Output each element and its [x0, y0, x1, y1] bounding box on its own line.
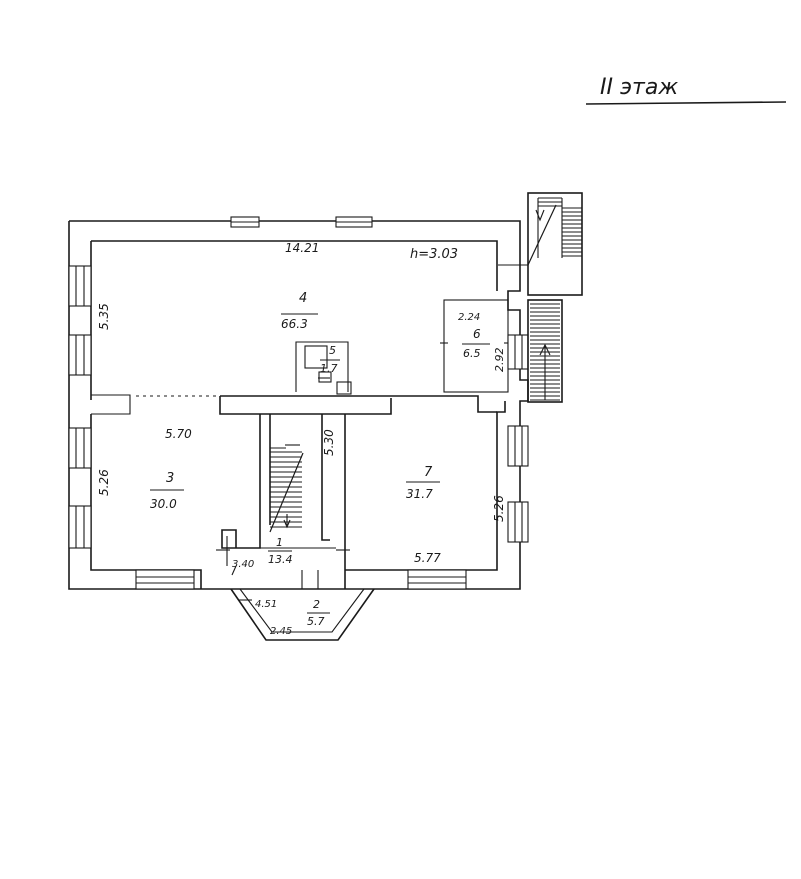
- dim-left-lower: 5.26: [97, 469, 111, 496]
- room-2-number: 2: [313, 598, 320, 611]
- room-labels: 4 66.3 5 1.7 6 6.5 3 30.0 7 31.7 1 13.4 …: [150, 291, 490, 628]
- interior-walls: [91, 299, 512, 589]
- dim-stair-width: 3.40: [232, 559, 254, 570]
- dim-top-width: 14.21: [285, 241, 319, 255]
- room-2-area: 5.7: [307, 615, 325, 628]
- dim-right-lower: 5.26: [492, 495, 506, 522]
- dim-room3-width: 5.70: [165, 427, 192, 441]
- dim-room6-width: 2.24: [458, 312, 480, 323]
- dimension-labels: h=3.03 14.21 2.24 5.70 5.77 3.40 4.51 2.…: [97, 241, 506, 637]
- room-4-area: 66.3: [281, 317, 308, 331]
- room-5-area: 1.7: [320, 362, 338, 375]
- room-7-area: 31.7: [406, 487, 433, 501]
- room-6-area: 6.5: [463, 347, 481, 360]
- room-6-number: 6: [473, 327, 481, 341]
- floor-title: II этаж: [600, 75, 678, 100]
- room-3-number: 3: [166, 471, 174, 486]
- room-4-number: 4: [299, 291, 307, 306]
- outer-walls: [68, 220, 529, 590]
- dim-bay-width: 4.51: [255, 599, 277, 610]
- windows: [68, 216, 529, 590]
- room-1-number: 1: [276, 536, 283, 549]
- height-label: h=3.03: [410, 247, 458, 262]
- dim-room6-depth: 2.92: [493, 348, 506, 373]
- room-5-number: 5: [329, 344, 336, 357]
- bay-window: [230, 588, 375, 641]
- title-underline: [585, 101, 787, 105]
- room-1-area: 13.4: [268, 553, 293, 566]
- external-stairs: [498, 192, 583, 403]
- room-7-number: 7: [424, 465, 433, 480]
- dim-stair-depth: 5.30: [322, 429, 336, 456]
- central-staircase: [269, 444, 304, 533]
- dim-left-upper: 5.35: [97, 303, 111, 330]
- dim-bay-front: 2.45: [270, 626, 292, 637]
- dim-bottom-right: 5.77: [414, 551, 441, 565]
- room-3-area: 30.0: [150, 497, 177, 511]
